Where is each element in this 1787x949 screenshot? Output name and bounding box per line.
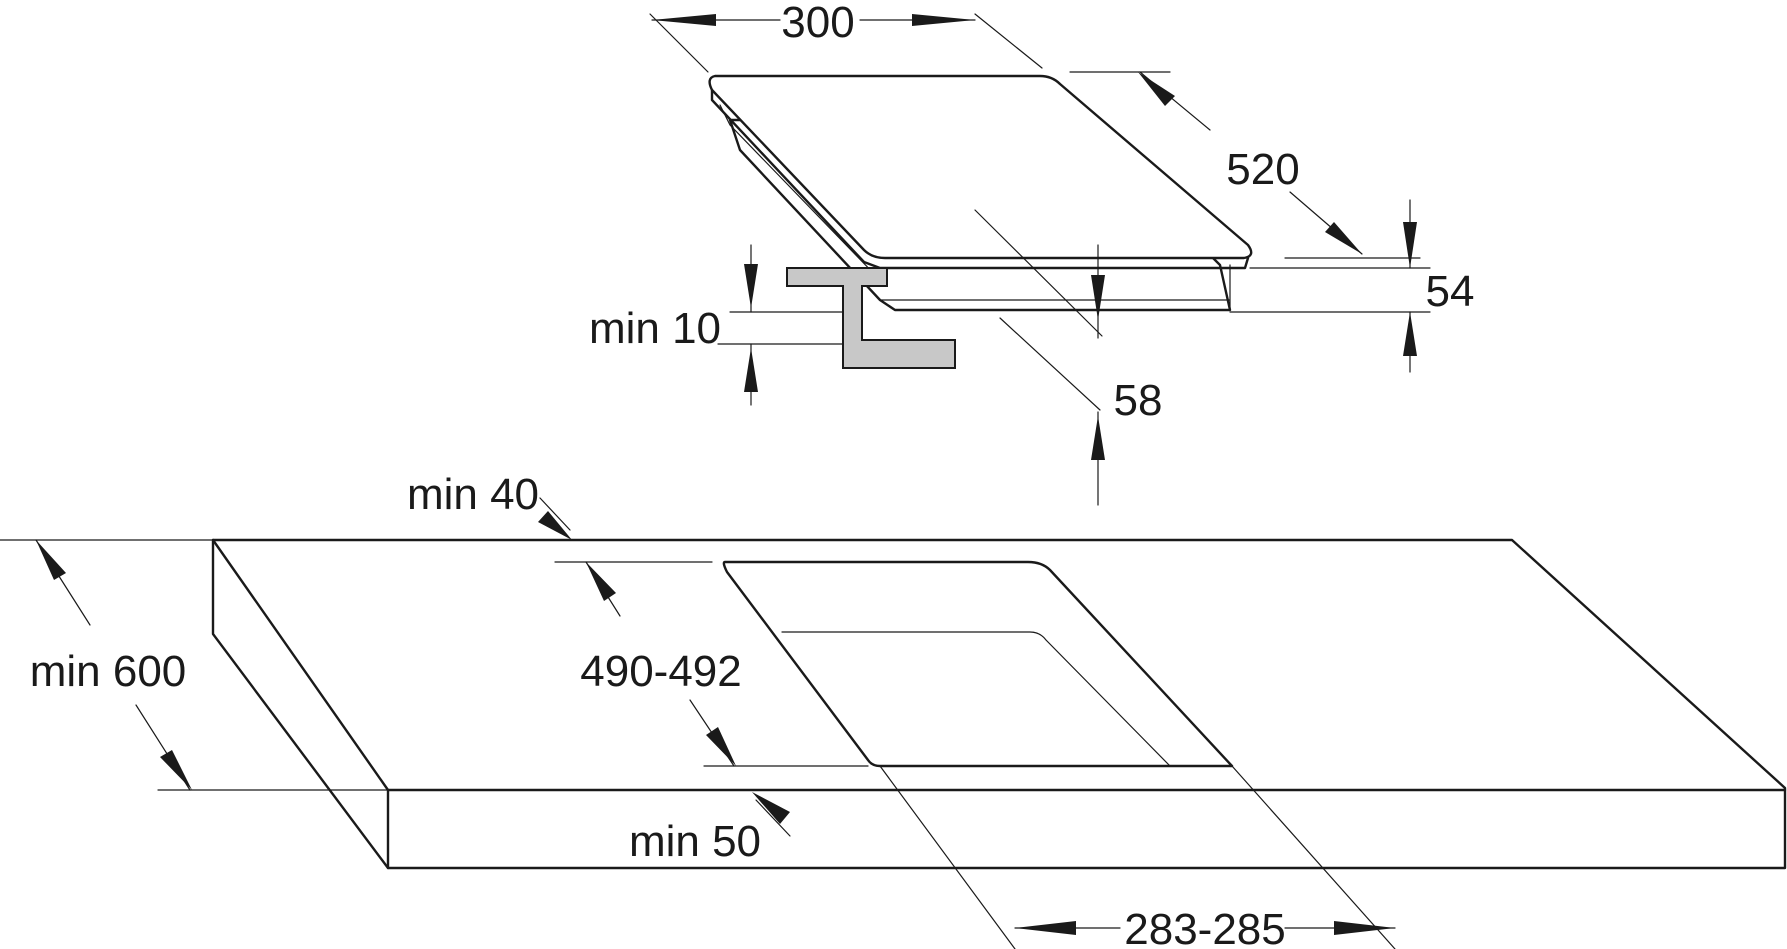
arrow-head (1334, 921, 1395, 935)
dim-hob-height: 54 (1229, 199, 1475, 373)
arrow-head (36, 540, 66, 580)
arrow-head (706, 727, 736, 766)
worktop-section-bracket (786, 267, 956, 369)
dim-cutout-depth-label: 490-492 (580, 647, 741, 696)
arrow-head (538, 511, 572, 540)
dim-hob-underside: 58 (974, 209, 1163, 506)
dim-min-back-distance-label: min 40 (407, 470, 539, 519)
dim-min-clearance-label: min 10 (589, 304, 721, 353)
arrow-head (1403, 222, 1417, 268)
hob-base-edge (879, 264, 1231, 311)
hob-glass-top (708, 74, 1253, 260)
dim-hob-width: 300 (649, 0, 1043, 73)
worktop-cutout (722, 560, 1234, 768)
arrow-head (652, 14, 716, 26)
arrow-head (1091, 275, 1105, 320)
dim-min-worktop-depth-label: min 600 (30, 647, 187, 696)
dim-hob-height-label: 54 (1426, 267, 1475, 316)
arrow-head (744, 264, 758, 308)
arrow-head (744, 348, 758, 392)
worktop-body (211, 538, 1787, 870)
dim-min-back-distance: min 40 (407, 470, 572, 540)
dim-hob-depth: 520 (1069, 71, 1421, 259)
arrow-head (752, 792, 790, 824)
arrow-head (912, 14, 975, 26)
dim-hob-depth-label: 520 (1226, 145, 1299, 194)
hob-frame-side (719, 104, 881, 281)
arrow-head (1325, 222, 1362, 254)
arrow-head (1403, 312, 1417, 356)
dim-cutout-depth: 490-492 (554, 561, 869, 767)
dim-hob-underside-label: 58 (1114, 376, 1163, 425)
dim-cutout-width: 283-285 (879, 765, 1396, 949)
arrow-head (586, 562, 616, 601)
arrow-head (1015, 921, 1076, 935)
arrow-head (1091, 416, 1105, 460)
dim-cutout-width-label: 283-285 (1124, 905, 1285, 949)
dim-hob-width-label: 300 (781, 0, 854, 47)
arrow-head (1138, 72, 1175, 106)
dim-min-front-distance: min 50 (629, 792, 791, 866)
dim-min-front-distance-label: min 50 (629, 817, 761, 866)
dim-min-worktop-depth: min 600 (0, 539, 389, 791)
worktop (211, 538, 1787, 870)
hob-glass-side (710, 88, 1250, 270)
arrow-head (160, 750, 192, 790)
worktop-cutout-inner (781, 631, 1171, 767)
dim-min-clearance: min 10 (589, 244, 844, 406)
